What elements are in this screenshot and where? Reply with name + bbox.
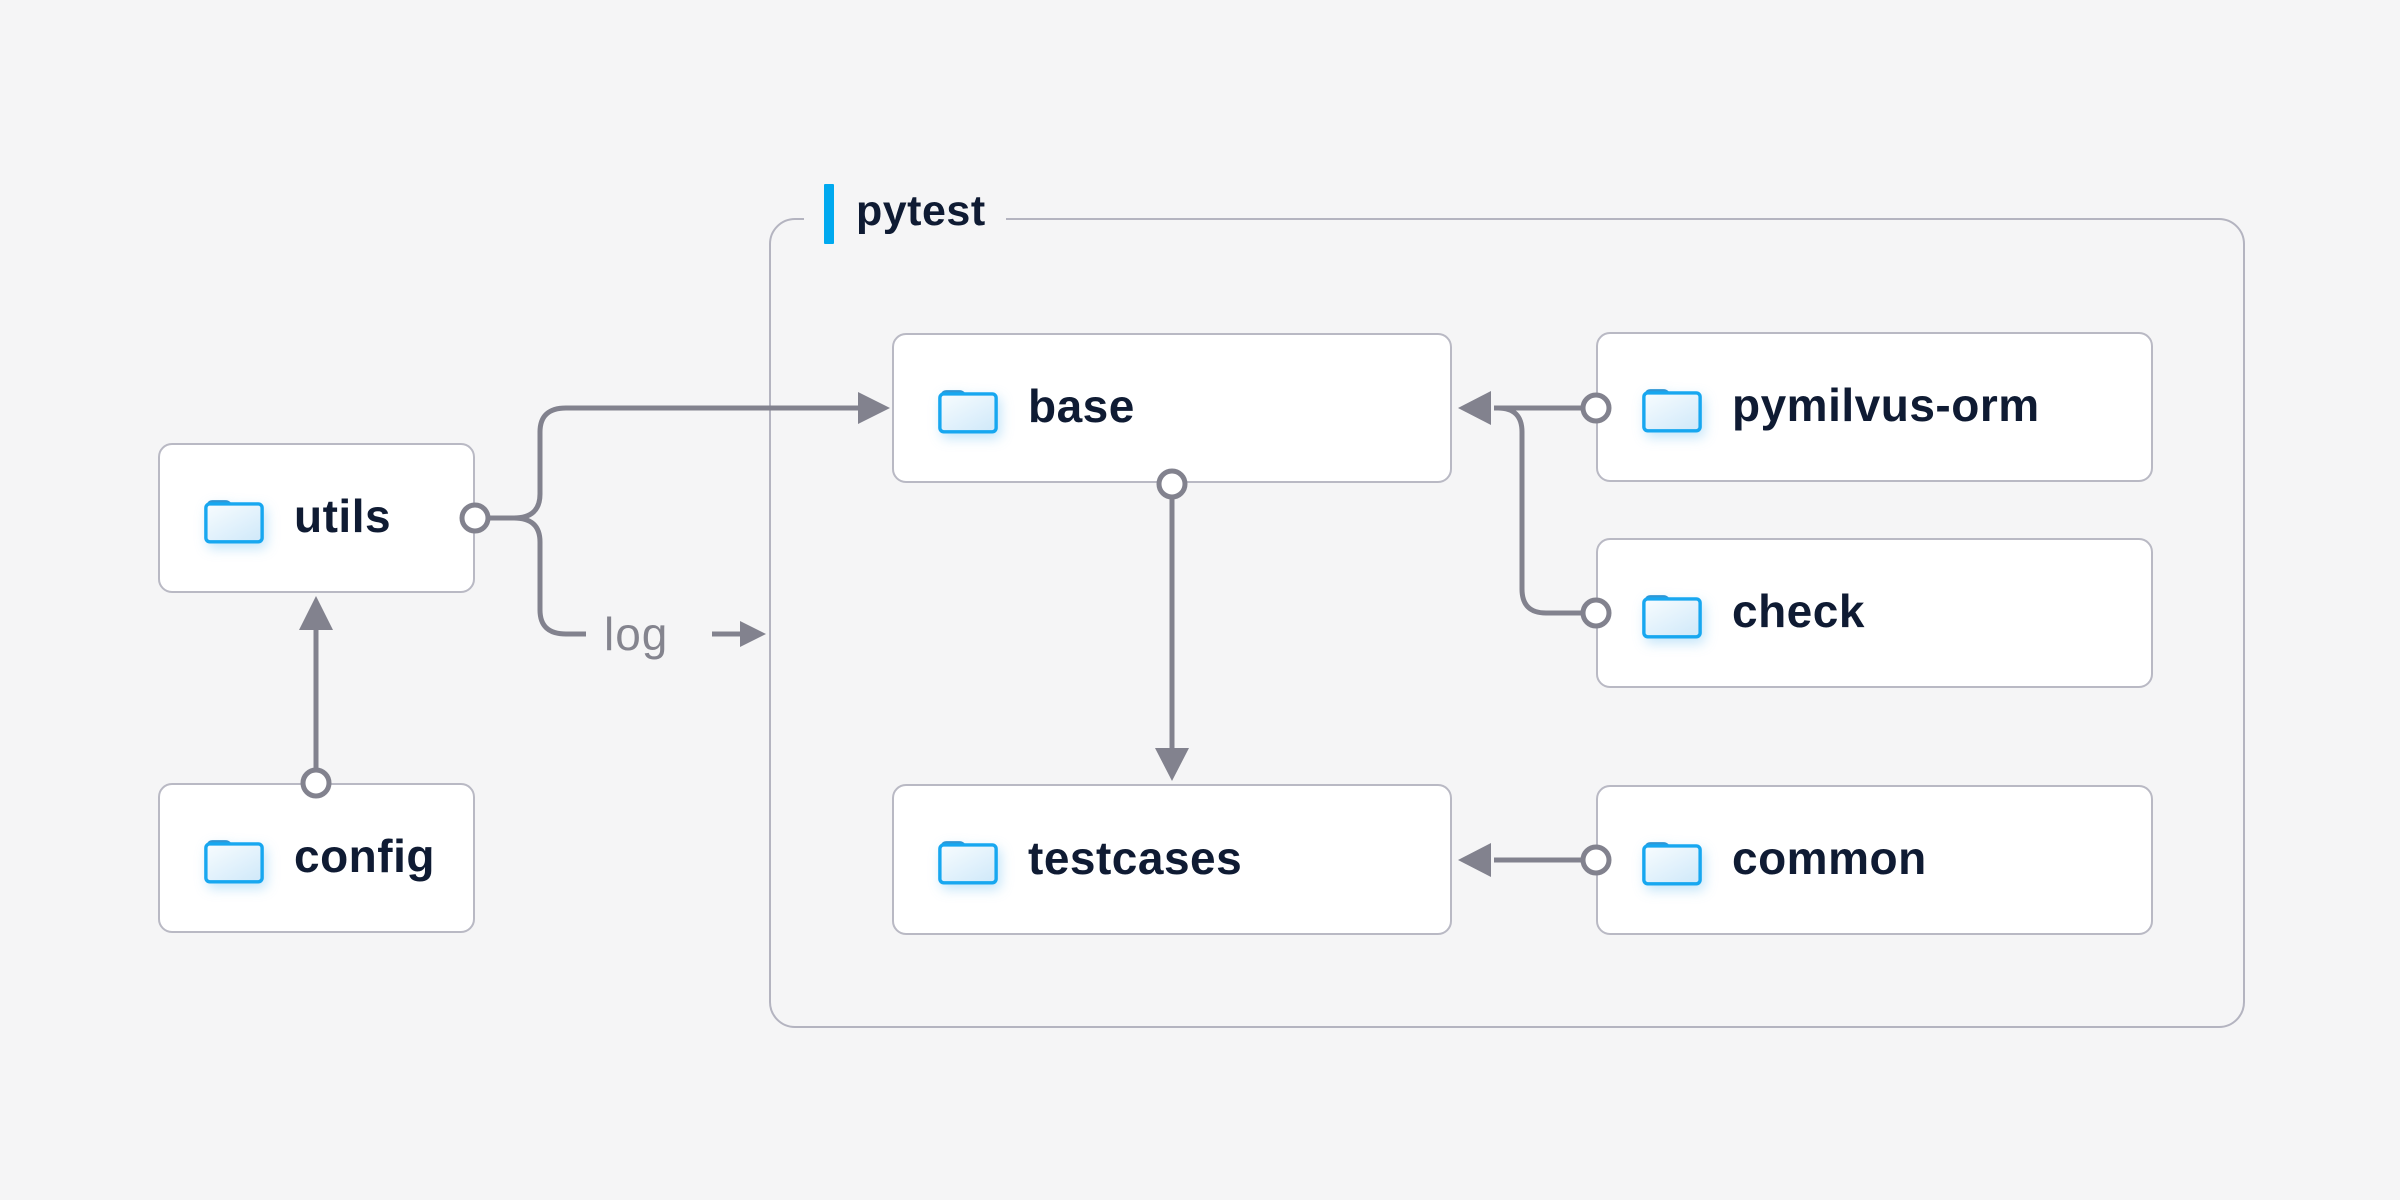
node-label: check [1732, 585, 1865, 637]
node-testcases: testcases [892, 784, 1452, 935]
folder-icon [1642, 388, 1702, 432]
accent-bar-icon [824, 184, 834, 244]
node-label: config [294, 830, 435, 882]
log-arrow-icon [740, 621, 766, 647]
pytest-container-title: pytest [856, 186, 986, 235]
node-label: utils [294, 490, 392, 542]
edge-label-log: log [604, 608, 669, 660]
node-label: base [1028, 380, 1135, 432]
folder-icon [1642, 841, 1702, 885]
folder-icon [204, 499, 264, 543]
node-label: common [1732, 832, 1927, 884]
pytest-container-label: pytest [804, 182, 1006, 246]
node-pymilvus-orm: pymilvus-orm [1596, 332, 2153, 482]
folder-icon [938, 841, 998, 885]
node-label: testcases [1028, 831, 1243, 884]
node-utils: utils [158, 443, 475, 593]
node-base: base [892, 333, 1452, 483]
folder-icon [204, 839, 264, 883]
folder-icon [1642, 594, 1702, 638]
node-common: common [1596, 785, 2153, 935]
node-config: config [158, 783, 475, 933]
node-check: check [1596, 538, 2153, 688]
edge-config-to-utils [299, 596, 333, 799]
node-label: pymilvus-orm [1732, 379, 2040, 431]
folder-icon [938, 389, 998, 433]
pytest-container [769, 218, 2245, 1028]
